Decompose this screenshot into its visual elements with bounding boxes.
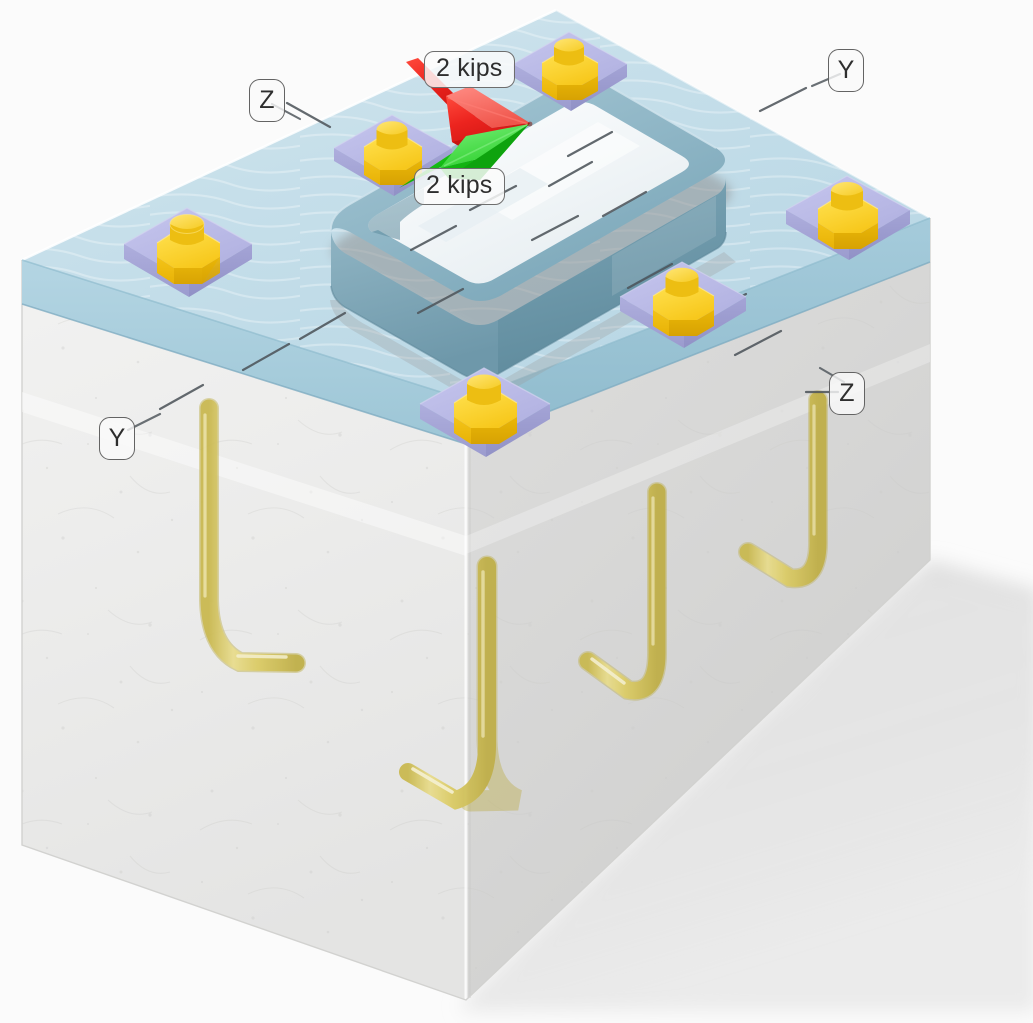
leader-line [566,130,614,158]
leader-line [158,383,205,411]
force-label-green: 2 kips [414,168,505,205]
leader-line [241,342,291,372]
bolt-stud [376,121,408,150]
hex-nut [817,198,879,249]
force-label-red: 2 kips [424,51,515,88]
leader-line [409,224,458,252]
bolt-assembly [333,114,453,196]
leader-line [601,190,648,218]
bolt-stud [554,38,584,66]
bolt-assembly [785,175,911,260]
leader-line [298,311,347,341]
anchor-rod [399,555,523,812]
ground-shadow [460,560,1033,1012]
anchor-rod [738,390,828,589]
leader-line [733,329,783,357]
bolt-assembly [512,31,628,111]
leader-line [530,214,580,242]
axis-label-y-top-right: Y [828,49,864,92]
leader-line [758,86,808,113]
bolt-stud [665,267,699,297]
bolt-assembly [619,261,747,348]
hollow-rect-section [329,76,736,399]
force-application-point [527,121,533,127]
anchor-rod [199,398,306,673]
anchor-rod-group [199,390,828,812]
leader-line [416,287,465,315]
axis-label-z-top-left: Z [249,79,285,122]
axis-label-z-right: Z [829,372,865,415]
axis-label-y-left: Y [99,417,135,460]
leader-line [626,262,674,290]
bolt-assembly [123,207,253,297]
hex-nut [652,285,715,336]
green-force-arrow [399,124,529,188]
bolt-stud [831,182,863,211]
leader-line [547,160,594,188]
force-arrow-group [399,58,533,188]
leader-line [285,101,332,129]
anchor-rod [578,482,668,701]
bolt-assembly [419,367,551,457]
bolt-stud [467,374,501,405]
hex-nut [453,391,518,444]
bolt-stud [169,214,205,245]
